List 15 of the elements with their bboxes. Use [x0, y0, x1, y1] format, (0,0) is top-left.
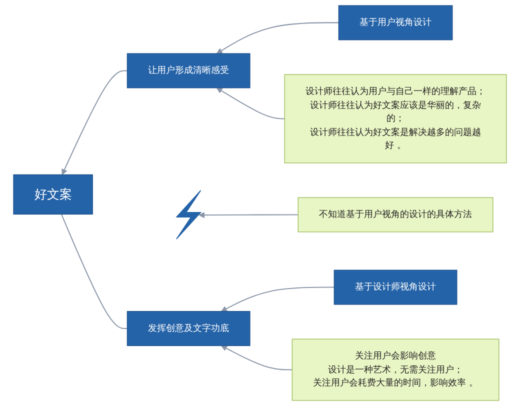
node-box: 基于设计师视角设计 [334, 270, 458, 305]
connector [60, 214, 128, 330]
arrow [62, 70, 128, 175]
arrow [216, 88, 285, 120]
node-box: 设计师往往认为用户与自己一样的理解产品； 设计师往往认为好文案应该是华丽的，复杂的； 设计师往往认为好文案是解决越多的问题越好 。 [284, 74, 507, 164]
arrow [221, 345, 292, 370]
arrow [198, 212, 298, 218]
node-box: 好文案 [13, 174, 93, 215]
arrow [216, 22, 339, 54]
node-box: 基于用户视角设计 [338, 5, 453, 40]
node-box: 不知道基于用户视角的设计的具体方法 [298, 197, 494, 232]
node-box: 关注用户会影响创意 设计是一种艺术，无需关注用户； 关注用户会耗费大量的时间，影响效率 。 [292, 338, 500, 401]
arrow [221, 286, 334, 312]
node-box: 发挥创意及文字功底 [126, 311, 250, 346]
node-box: 让用户形成清晰感受 [126, 53, 250, 88]
